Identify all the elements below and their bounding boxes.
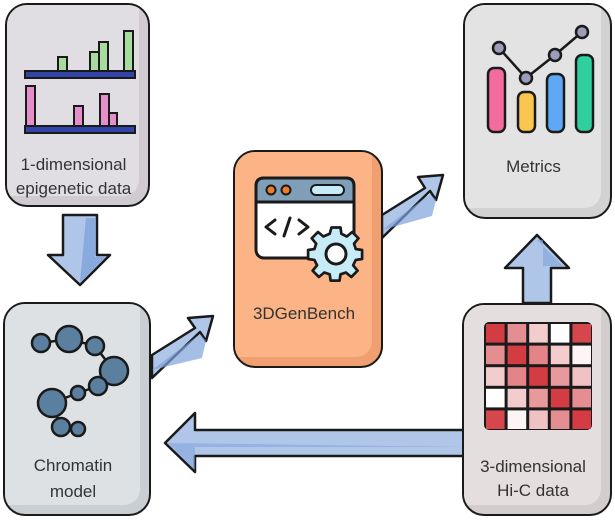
bar-line-chart-icon <box>486 24 595 134</box>
heatmap-cell <box>507 324 527 343</box>
heatmap-cell <box>507 345 527 365</box>
heatmap-cell <box>486 345 505 365</box>
node-label-line2: model <box>49 482 97 501</box>
node-label-line1: Chromatin <box>33 456 113 475</box>
heatmap-cell <box>529 367 548 386</box>
node-label-line1: 3-dimensional <box>480 457 586 476</box>
node-3dgenbench: 3DGenBench <box>233 150 383 368</box>
heatmap-cell <box>550 324 570 343</box>
heatmap-cell <box>550 367 570 386</box>
heatmap-cell <box>507 367 527 386</box>
heatmap-icon <box>484 322 592 430</box>
heatmap-cell <box>572 410 591 429</box>
heatmap-cell <box>572 367 591 386</box>
heatmap-cell <box>486 367 505 386</box>
node-chromatin-model: Chromatin model <box>3 302 151 516</box>
node-label-line1: 1-dimensional <box>20 155 127 174</box>
heatmap-cell <box>507 410 527 429</box>
heatmap-cell <box>550 345 570 365</box>
heatmap-cell <box>550 388 570 408</box>
heatmap-cell <box>529 410 548 429</box>
node-metrics: Metrics <box>463 3 612 219</box>
heatmap-cell <box>507 388 527 408</box>
node-label: Metrics <box>506 157 561 176</box>
heatmap-cell <box>550 410 570 429</box>
heatmap-cell <box>572 324 591 343</box>
heatmap-cell <box>529 345 548 365</box>
chromatin-beads-icon <box>30 324 130 438</box>
bar-track-icon <box>24 30 136 134</box>
heatmap-cell <box>486 324 505 343</box>
heatmap-cell <box>572 388 591 408</box>
heatmap-cell <box>572 345 591 365</box>
node-label: 3DGenBench <box>252 304 356 323</box>
node-epigenetic-data: 1-dimensional epigenetic data <box>5 3 150 207</box>
node-hic-data: 3-dimensional Hi-C data <box>462 303 612 516</box>
node-label-line2: epigenetic data <box>15 179 132 198</box>
heatmap-cell <box>529 324 548 343</box>
node-label-line2: Hi-C data <box>497 481 569 500</box>
heatmap-cell <box>529 388 548 408</box>
heatmap-cell <box>486 410 505 429</box>
code-window-gear-icon <box>254 176 364 282</box>
heatmap-cell <box>486 388 505 408</box>
